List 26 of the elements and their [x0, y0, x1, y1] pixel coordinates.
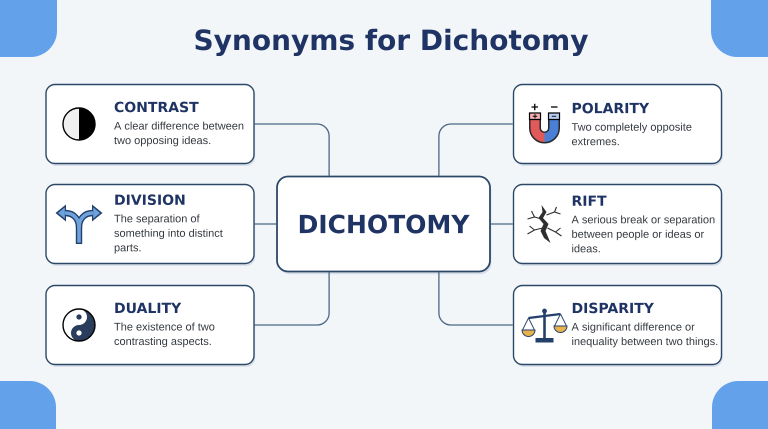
card-heading: DUALITY: [115, 302, 182, 314]
synonym-card: [512, 84, 723, 166]
card-description: The existence of two contrasting aspects.: [114, 322, 214, 348]
connector-line: [254, 123, 330, 176]
connector-line: [254, 272, 330, 326]
card-heading: CONTRAST: [114, 102, 199, 112]
topic-box: DICHOTOMY: [276, 176, 492, 274]
connector-line: [438, 123, 513, 176]
synonym-card: [45, 184, 256, 266]
card-heading: POLARITY: [572, 102, 650, 114]
connector-line: [490, 223, 513, 225]
card-description: A serious break or separation between people or ideas or ideas.: [572, 215, 714, 252]
connector-line: [438, 272, 513, 326]
card-heading: DISPARITY: [572, 302, 654, 314]
card-description: The separation of something into distinct parts.: [114, 214, 223, 254]
card-description: A significant difference or inequality between two things.: [572, 322, 718, 348]
title: Synonyms for Dichotomy: [196, 28, 588, 56]
synonym-card: [45, 284, 256, 367]
card-description: A clear difference between two opposing ideas.: [114, 122, 244, 146]
synonym-card: [45, 84, 256, 166]
synonym-card: [512, 184, 723, 266]
card-description: Two completely opposite extremes.: [572, 122, 692, 146]
card-heading: RIFT: [572, 196, 607, 206]
card-heading: DIVISION: [115, 194, 184, 206]
connector-line: [254, 223, 276, 225]
synonym-card: [512, 284, 723, 367]
